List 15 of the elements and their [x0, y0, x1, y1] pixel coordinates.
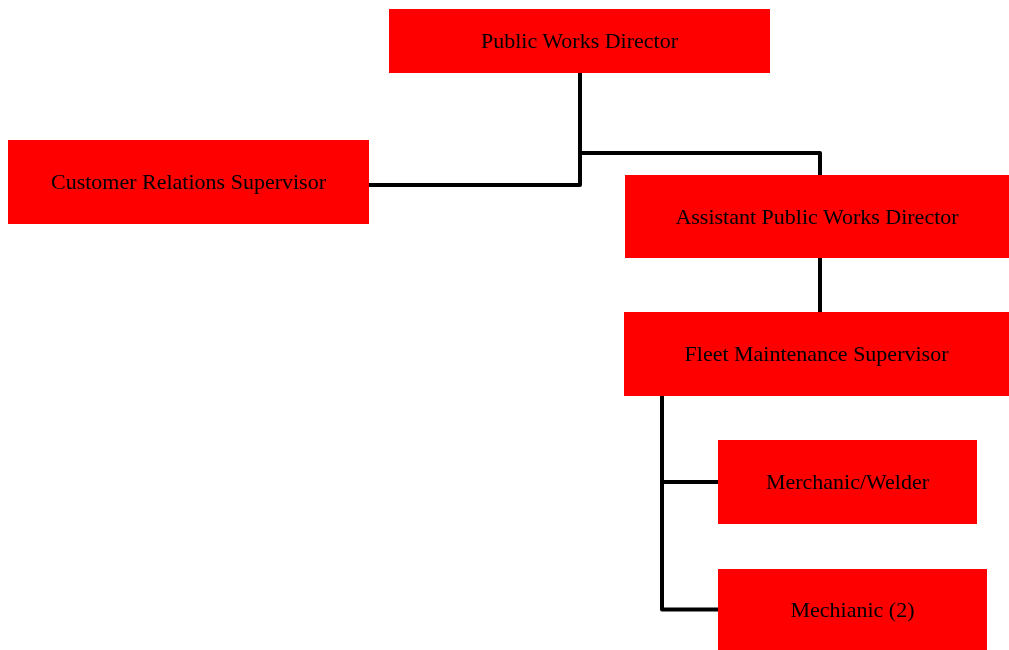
role-title: Mechianic (2)	[790, 596, 915, 623]
role-title: Fleet Maintenance Supervisor	[684, 341, 949, 367]
role-box	[8, 140, 369, 224]
role-title: Public Works Director	[481, 28, 678, 54]
connector-line	[578, 73, 822, 175]
connector-line	[660, 396, 718, 612]
role-box	[625, 175, 1009, 258]
role-box	[389, 9, 770, 73]
role-box	[718, 569, 987, 650]
role-title: Merchanic/Welder	[765, 469, 930, 495]
connector-line	[818, 258, 822, 312]
role-box	[624, 312, 1009, 396]
role-title: Customer Relations Supervisor	[51, 169, 326, 195]
role-title: Assistant Public Works Director	[675, 203, 959, 230]
role-box	[718, 440, 977, 524]
